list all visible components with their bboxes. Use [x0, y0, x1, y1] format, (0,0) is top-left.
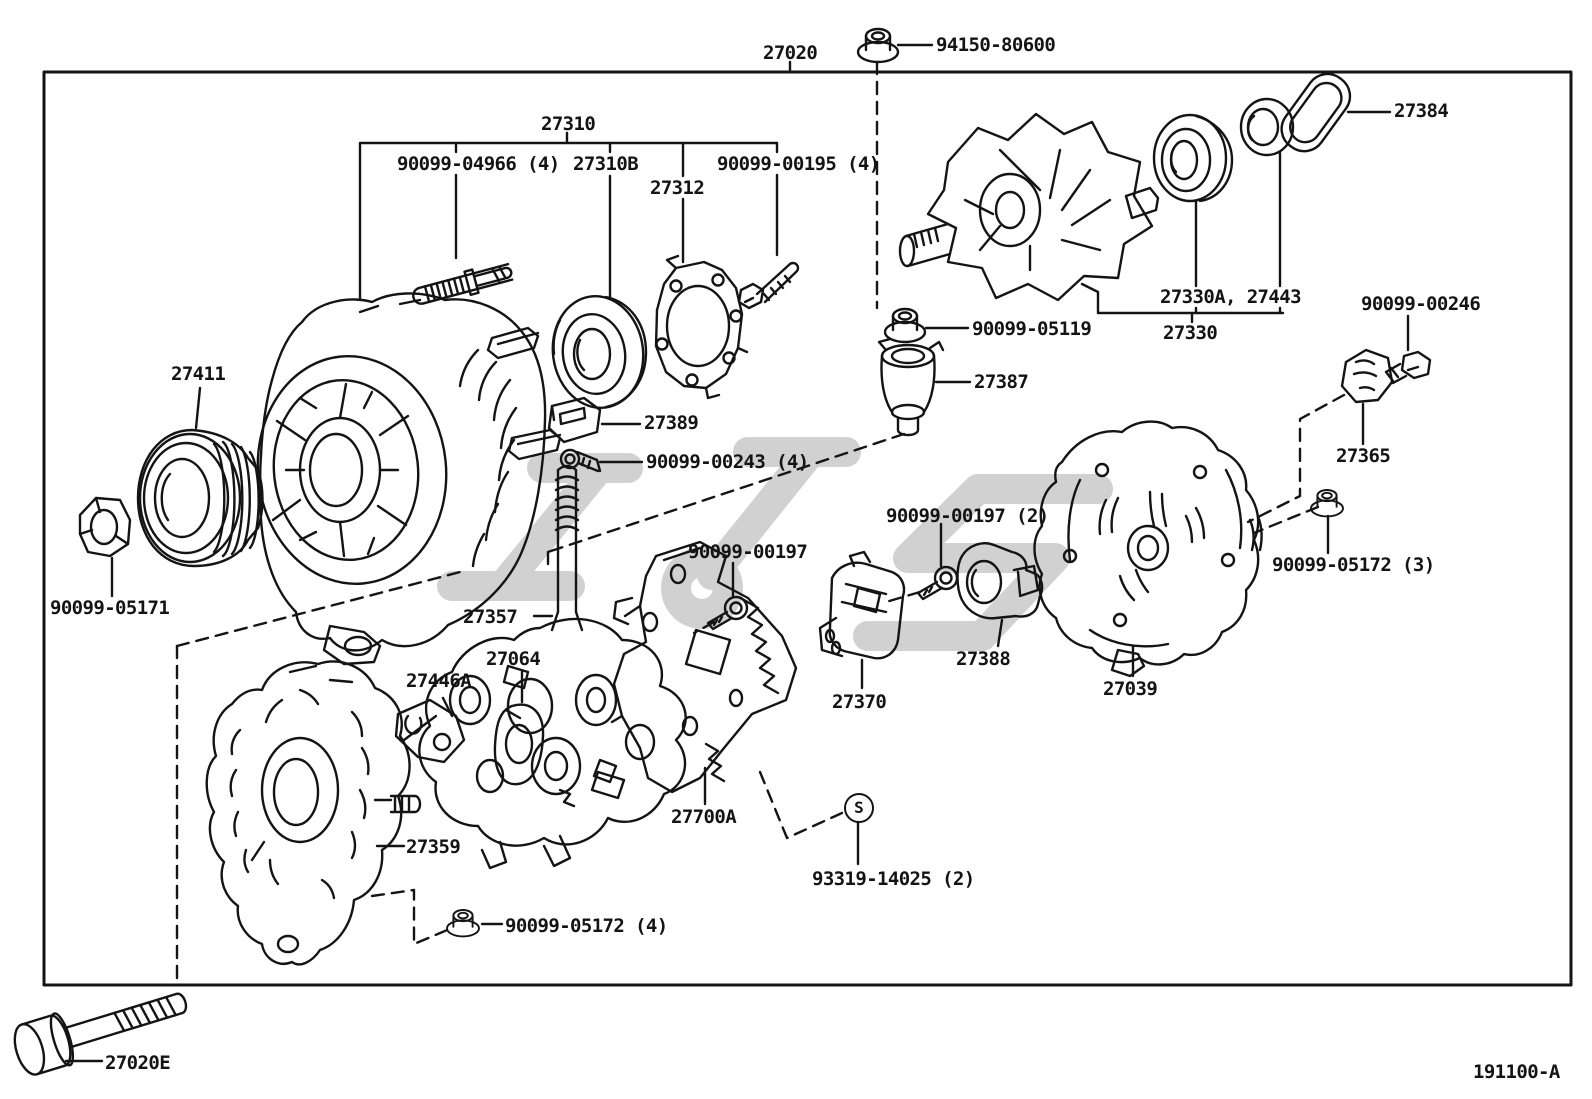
part-ring-27443: [1239, 97, 1295, 157]
part-nut-90099-05172-3: [1310, 489, 1344, 518]
part-label-27064: 27064: [486, 648, 541, 670]
part-bearing-27330A: [1152, 113, 1234, 203]
part-label-27310B: 27310B: [573, 153, 639, 175]
standard-part-symbol-letter: S: [854, 798, 864, 817]
standard-part-symbol: S: [844, 793, 874, 823]
figure-code: 191100-A: [1473, 1061, 1560, 1083]
part-insulator-27389: [547, 396, 602, 444]
part-label-27359: 27359: [406, 836, 461, 858]
part-washer-27064: [493, 703, 545, 786]
part-label-93319-14025: 93319-14025 (2): [812, 868, 975, 890]
part-label-27446A: 27446A: [406, 670, 472, 692]
part-label-27039: 27039: [1103, 678, 1158, 700]
part-screw-90099-00243: [559, 448, 602, 473]
part-label-90099-04966: 90099-04966 (4): [397, 153, 560, 175]
part-label-27370: 27370: [832, 691, 887, 713]
part-pulley-27411: [136, 428, 264, 568]
part-bolt-90099-00195: [737, 261, 800, 310]
part-bolt-27020E: [13, 992, 188, 1076]
part-bolt-90099-00246: [1384, 350, 1432, 385]
part-label-27389: 27389: [644, 412, 699, 434]
part-nut-90099-05171: [78, 496, 132, 558]
part-label-90099-05172-3: 90099-05172 (3): [1272, 554, 1435, 576]
part-label-27384: 27384: [1394, 100, 1449, 122]
part-bearing-retainer-27312: [654, 254, 749, 400]
part-label-27365: 27365: [1336, 445, 1391, 467]
part-rear-cover-27039: [1033, 420, 1263, 678]
leader-lines: [64, 43, 1410, 1063]
part-label-90099-00197-2: 90099-00197 (2): [886, 505, 1049, 527]
part-rotor-27330: [898, 112, 1160, 302]
part-label-27330: 27330: [1163, 322, 1218, 344]
part-label-27020E: 27020E: [105, 1052, 171, 1074]
part-stud-bolt-90099-04966: [412, 262, 514, 305]
part-insulator-27387: [877, 337, 945, 437]
part-label-27020: 27020: [763, 42, 818, 64]
part-label-27388: 27388: [956, 648, 1011, 670]
part-label-90099-00195: 90099-00195 (4): [717, 153, 880, 175]
part-label-27312: 27312: [650, 177, 705, 199]
part-front-bracket-27359: [205, 660, 422, 966]
part-label-90099-00243: 90099-00243 (4): [646, 451, 809, 473]
part-nut-94150-80600: [856, 27, 900, 64]
part-cover-27365: [1340, 348, 1394, 404]
part-label-90099-00246: 90099-00246: [1361, 293, 1481, 315]
part-label-27357: 27357: [463, 606, 518, 628]
part-rectifier-27700A: [610, 540, 798, 794]
part-drive-frame-27357: [418, 464, 687, 870]
part-label-27310: 27310: [541, 113, 596, 135]
part-label-27700A: 27700A: [671, 806, 737, 828]
diagram-border: [42, 70, 1573, 987]
part-label-27387: 27387: [974, 371, 1029, 393]
part-regulator-27370: [818, 550, 906, 660]
part-nut-90099-05172-4: [446, 909, 480, 938]
part-label-90099-05119: 90099-05119: [972, 318, 1092, 340]
part-brush-holder-27388: [956, 542, 1044, 620]
part-label-90099-05172-4: 90099-05172 (4): [505, 915, 668, 937]
part-nut-90099-05119: [883, 307, 927, 344]
part-label-27330A-27443: 27330A, 27443: [1160, 286, 1302, 308]
part-label-90099-00197: 90099-00197: [688, 541, 808, 563]
part-label-94150-80600: 94150-80600: [936, 34, 1056, 56]
part-bracket-27446A: [394, 698, 466, 764]
part-end-cover-27384: [1280, 72, 1352, 153]
part-label-90099-05171: 90099-05171: [50, 597, 170, 619]
assembly-dashed-lines: [175, 60, 1346, 987]
part-label-27411: 27411: [171, 363, 226, 385]
part-bearing-27310B: [551, 294, 648, 410]
